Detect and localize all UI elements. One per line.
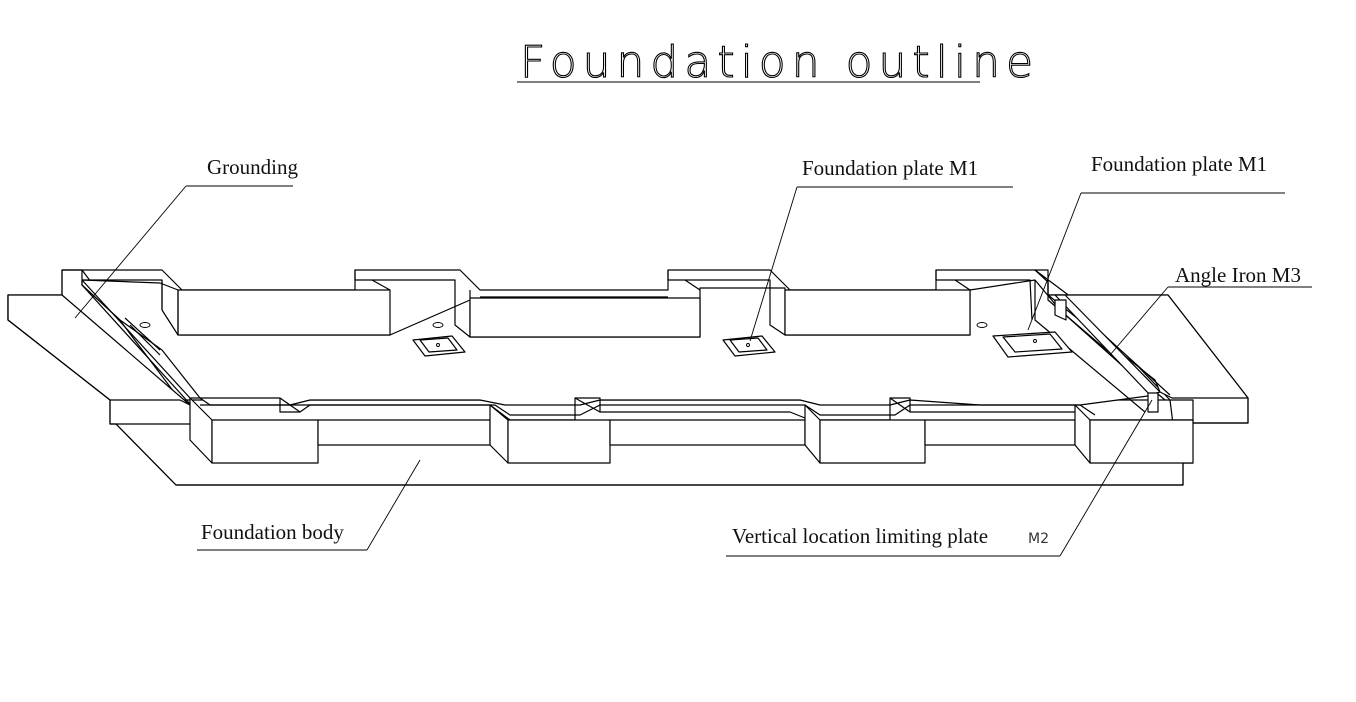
callout-foundation-plate-1: Foundation plate M1 [749, 156, 1013, 342]
label-grounding: Grounding [207, 155, 298, 179]
front-wall-face-11 [1089, 419, 1194, 464]
angle-iron [1054, 294, 1161, 396]
drawing-title: Foundation outline [520, 37, 1039, 88]
plate-3 [992, 331, 1073, 358]
front-wall-face-5 [507, 419, 611, 464]
label-angle-iron: Angle Iron M3 [1175, 263, 1301, 287]
callout-grounding: Grounding [74, 155, 298, 319]
angle-iron-bracket [1054, 299, 1067, 321]
label-foundation-body: Foundation body [201, 520, 344, 544]
callout-foundation-body: Foundation body [197, 459, 421, 551]
front-wall-face-8 [819, 419, 926, 464]
right-wall [1034, 280, 1171, 413]
callout-vertical-plate: Vertical location limiting plate M2 [726, 399, 1153, 557]
back-wall-face-3 [784, 289, 971, 336]
back-recess-1b [372, 279, 471, 338]
callout-foundation-plate-2: Foundation plate M1 [1027, 152, 1285, 331]
back-recess-1 [354, 270, 391, 291]
front-wall-face-2 [211, 419, 319, 464]
slab-bottom-edge [115, 423, 1184, 486]
left-wall [61, 270, 201, 416]
slab-left-edge [7, 295, 200, 425]
hole-2 [432, 322, 444, 328]
label-vertical-plate-code: M2 [1028, 531, 1049, 547]
label-foundation-plate-1: Foundation plate M1 [802, 156, 978, 180]
vertical-limiting-plate [1147, 392, 1159, 413]
slab-right-top [1047, 294, 1249, 399]
front-wall-face-3 [317, 419, 491, 446]
back-wall-face-2 [469, 297, 701, 338]
callout-angle-iron: Angle Iron M3 [1109, 263, 1312, 356]
back-recess-2 [667, 270, 701, 291]
back-recess-3 [935, 270, 971, 291]
back-wall-face-1 [177, 289, 391, 336]
hole-3 [976, 322, 988, 328]
slab-right-edge [1193, 398, 1249, 424]
back-recess-2b [685, 279, 786, 336]
plate-2 [722, 335, 776, 357]
back-wall [62, 269, 1049, 338]
foundation-plates [139, 322, 1073, 358]
front-wall-face-6 [609, 419, 806, 446]
label-foundation-plate-2: Foundation plate M1 [1091, 152, 1267, 176]
plate-1 [412, 335, 466, 357]
front-wall [189, 397, 1194, 464]
front-wall-face-9 [924, 419, 1076, 446]
hole-1 [139, 322, 151, 328]
label-vertical-plate: Vertical location limiting plate [732, 524, 988, 548]
back-recess-3b [955, 279, 1033, 321]
